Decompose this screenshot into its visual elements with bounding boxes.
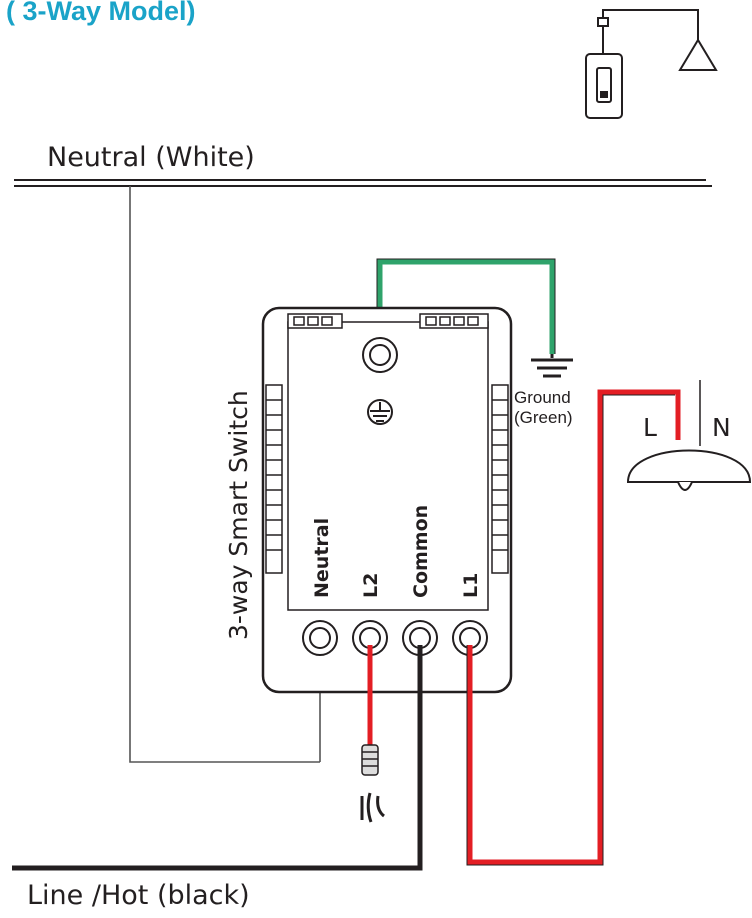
ground-terminal [362, 337, 398, 373]
terminal-label-l1: L1 [460, 573, 482, 598]
terminal-label-l2: L2 [360, 573, 382, 598]
lamp-l-label: L [643, 413, 657, 442]
ground-color-label: (Green) [514, 408, 573, 427]
neutral-bus-line [14, 179, 712, 187]
pendant-lamp-icon [602, 9, 718, 71]
neutral-drop-wire [129, 186, 320, 763]
l1-wire-outline [466, 394, 675, 866]
l1-wire [467, 389, 681, 865]
ground-wire-outline [376, 258, 556, 354]
light-bulb-icon [626, 380, 752, 491]
wall-switch-icon [585, 17, 623, 119]
wire-strand-icon [360, 792, 385, 823]
lamp-n-label: N [712, 413, 731, 442]
terminal-label-common: Common [410, 505, 432, 598]
line-hot-wire [12, 645, 423, 871]
switch-name-label: 3-way Smart Switch [224, 390, 253, 640]
page-title: ( 3-Way Model) [6, 0, 196, 26]
neutral-wire-label: Neutral (White) [47, 142, 255, 173]
smart-switch-body [261, 306, 513, 694]
wire-nut-icon [361, 744, 379, 776]
ground-symbol-icon [531, 354, 573, 378]
line-hot-label: Line /Hot (black) [27, 880, 250, 911]
terminal-label-neutral: Neutral [311, 518, 333, 598]
terminal-l2 [352, 620, 388, 656]
ground-label: Ground [514, 388, 571, 407]
ground-wire [377, 259, 555, 354]
ground-icon [367, 399, 393, 425]
terminal-neutral [302, 620, 338, 656]
